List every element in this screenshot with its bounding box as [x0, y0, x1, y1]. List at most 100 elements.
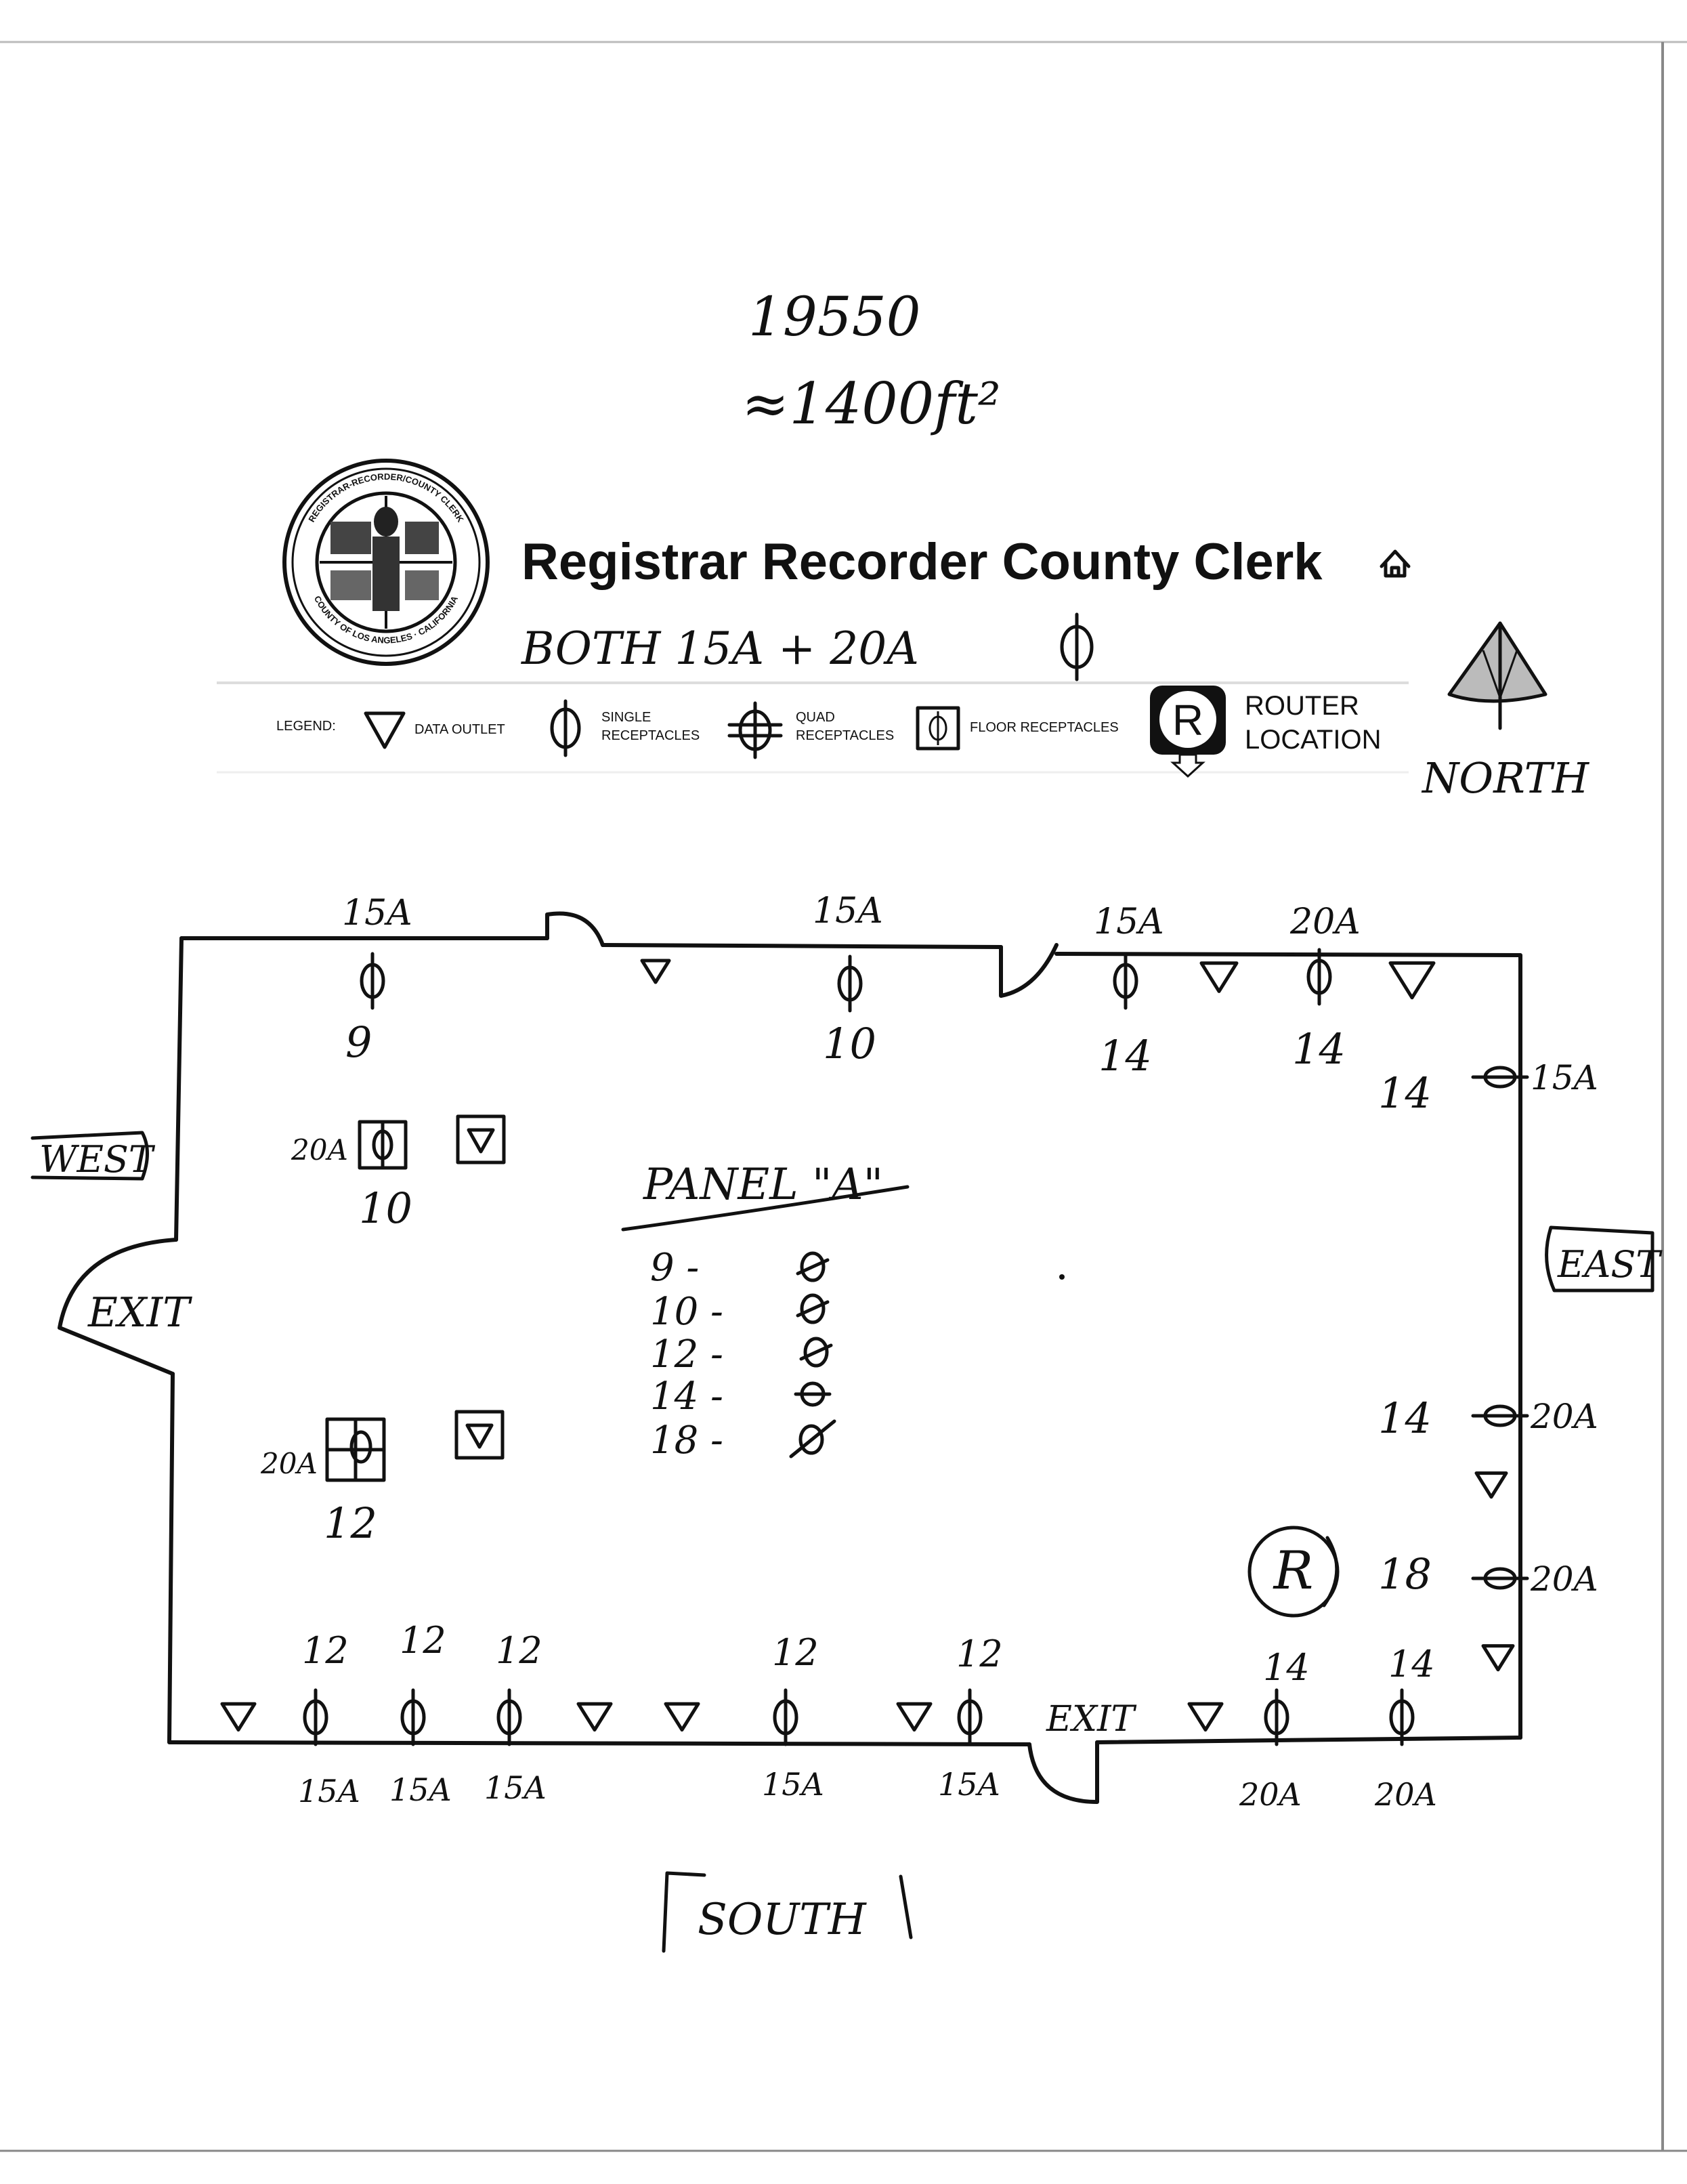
east-outlet-amp: 20A: [1530, 1397, 1598, 1436]
panel-title: PANEL "A": [643, 1160, 883, 1210]
note-area: ≈1400ft²: [742, 371, 1001, 437]
compass-east-box: EAST: [1545, 1225, 1663, 1293]
south-data-outlet-icon: [1187, 1702, 1224, 1732]
north-outlet-amp: 20A: [1289, 902, 1361, 942]
router-location-icon: R: [1247, 1526, 1340, 1618]
floor-outlet-amp: 20A: [291, 1133, 348, 1167]
legend-quad-line2: RECEPTACLES: [796, 728, 894, 743]
south-outlet-amp: 20A: [1374, 1776, 1437, 1813]
east-outlet-circuit: 14: [1378, 1393, 1432, 1443]
panel-circuit-18: 18 -: [650, 1419, 723, 1463]
org-title: Registrar Recorder County Clerk: [521, 533, 1323, 591]
legend-floor: FLOOR RECEPTACLES: [970, 720, 1119, 735]
legend-router-line1: ROUTER: [1245, 691, 1359, 721]
north-outlet-amp: 15A: [342, 893, 412, 933]
floor-outlet-amp: 20A: [260, 1447, 318, 1480]
both-amp-note: BOTH 15A + 20A: [521, 623, 919, 675]
south-outlet-amp: 20A: [1239, 1776, 1302, 1813]
east-outlet-circuit: 18: [1378, 1549, 1432, 1599]
panel-circuit-9: 9 -: [650, 1246, 699, 1290]
south-single-receptacle-icon: [303, 1688, 328, 1746]
north-outlet-circuit: 14: [1292, 1024, 1346, 1074]
east-single-receptacle-icon: [1471, 1404, 1529, 1427]
east-single-receptacle-icon: [1471, 1066, 1529, 1089]
panel-circuit-12: 12 -: [650, 1332, 723, 1377]
legend-quad-line1: QUAD: [796, 710, 835, 725]
floor-outlet-circuit: 10: [359, 1183, 412, 1233]
south-data-outlet-icon: [220, 1702, 257, 1732]
north-outlet-circuit: 14: [1098, 1031, 1152, 1080]
floor-outlet-circuit: 12: [324, 1498, 377, 1548]
south-data-outlet-icon: [896, 1702, 933, 1732]
floor-data-outlet-icon: [454, 1410, 505, 1460]
note-number: 19550: [748, 285, 921, 348]
east-single-receptacle-icon: [1471, 1567, 1529, 1590]
south-outlet-amp: 15A: [938, 1766, 1000, 1803]
north-outlet-circuit: 9: [345, 1017, 372, 1067]
compass-east-label: EAST: [1557, 1243, 1663, 1286]
south-outlet-amp: 15A: [762, 1766, 824, 1803]
data-outlet-icon: [364, 711, 406, 749]
router-icon: R: [1150, 686, 1226, 778]
east-data-outlet-icon: [1481, 1644, 1515, 1672]
legend-data-outlet: DATA OUTLET: [414, 722, 505, 737]
north-single-receptacle-icon: [1113, 952, 1138, 1010]
legend-router-line2: LOCATION: [1245, 725, 1382, 755]
north-outlet-amp: 15A: [813, 891, 883, 931]
south-single-receptacle-icon: [1264, 1688, 1289, 1746]
north-outlet-circuit: 10: [823, 1019, 876, 1068]
east-outlet-amp: 15A: [1531, 1058, 1598, 1097]
compass-south-box: SOUTH: [662, 1871, 913, 1953]
south-single-receptacle-icon: [773, 1688, 798, 1746]
north-data-outlet-icon: [640, 959, 671, 984]
quad-receptacle-icon: [727, 701, 783, 759]
south-exit-label: EXIT: [1046, 1699, 1137, 1740]
east-outlet-circuit: 14: [1378, 1068, 1432, 1118]
south-outlet-circuit: 12: [956, 1633, 1003, 1675]
south-single-receptacle-icon: [1389, 1688, 1415, 1746]
east-data-outlet-icon: [1474, 1471, 1508, 1499]
stray-dot: [1059, 1274, 1065, 1280]
panel-circuit-14: 14 -: [650, 1374, 723, 1419]
floor-quad-receptacle-icon: [325, 1417, 386, 1482]
south-outlet-circuit: 12: [772, 1631, 819, 1674]
south-outlet-circuit: 14: [1388, 1643, 1435, 1685]
north-outlet-amp: 15A: [1094, 902, 1164, 942]
south-outlet-amp: 15A: [484, 1769, 547, 1806]
legend-single-line1: SINGLE: [601, 710, 651, 725]
floor-data-outlet-icon: [456, 1114, 506, 1164]
room-walls: [58, 911, 1522, 1804]
home-icon: [1380, 549, 1411, 578]
panel-circuit-10: 10 -: [650, 1290, 723, 1334]
south-outlet-circuit: 12: [302, 1629, 349, 1672]
south-single-receptacle-icon: [957, 1688, 983, 1746]
compass-north-label: NORTH: [1421, 753, 1590, 803]
south-single-receptacle-icon: [400, 1688, 426, 1746]
compass-west-label: WEST: [39, 1138, 156, 1181]
south-data-outlet-icon: [664, 1702, 700, 1732]
south-outlet-circuit: 12: [400, 1619, 446, 1662]
panel-a-table: PANEL "A" 9 - 10 - 12 - 14 - 18 -: [621, 1160, 910, 1463]
south-data-outlet-icon: [576, 1702, 613, 1732]
floor-receptacle-icon: [916, 706, 960, 751]
south-outlet-amp: 15A: [389, 1771, 452, 1808]
svg-text:R: R: [1172, 696, 1203, 744]
north-single-receptacle-icon: [360, 952, 385, 1010]
north-data-outlet-icon: [1199, 961, 1239, 993]
north-single-receptacle-icon: [1306, 948, 1332, 1006]
county-seal-logo: REGISTRAR-RECORDER/COUNTY CLERK COUNTY O…: [282, 459, 490, 666]
compass-south-label: SOUTH: [698, 1895, 867, 1945]
west-exit-label: EXIT: [87, 1289, 192, 1337]
single-receptacle-icon: [550, 699, 581, 757]
south-single-receptacle-icon: [496, 1688, 522, 1746]
legend-single-line2: RECEPTACLES: [601, 728, 700, 743]
legend-label: LEGEND:: [276, 719, 336, 734]
floor-receptacle-icon: [358, 1120, 408, 1170]
legend: LEGEND: DATA OUTLET SINGLE RECEPTACLES Q…: [217, 681, 1409, 778]
south-outlet-amp: 15A: [298, 1773, 360, 1809]
north-data-outlet-icon: [1388, 961, 1436, 1000]
east-outlet-amp: 20A: [1530, 1559, 1598, 1599]
south-outlet-circuit: 12: [496, 1629, 542, 1672]
